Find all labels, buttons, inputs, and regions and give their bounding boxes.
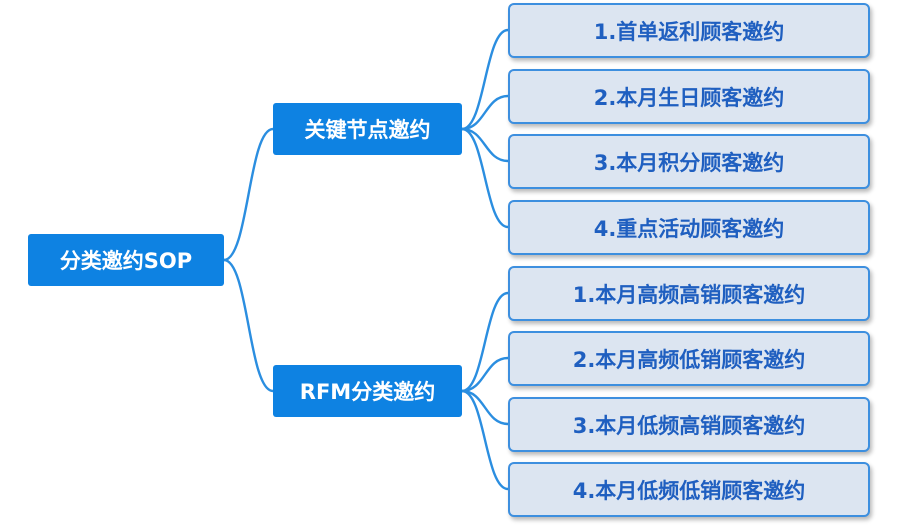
connector-branch-to-leaf	[461, 127, 509, 229]
leaf-node: 1.首单返利顾客邀约	[508, 3, 870, 58]
connector-branch-to-leaf	[461, 94, 509, 131]
leaf-node: 4.本月低频低销顾客邀约	[508, 462, 870, 517]
connector-root-to-branch	[223, 127, 274, 262]
leaf-node: 3.本月积分顾客邀约	[508, 134, 870, 189]
leaf-label: 2.本月生日顾客邀约	[593, 85, 785, 110]
root-node: 分类邀约SOP	[28, 234, 224, 286]
leaf-label: 2.本月高频低销顾客邀约	[572, 347, 806, 372]
connector-branch-to-leaf	[461, 356, 509, 393]
leaf-node: 1.本月高频高销顾客邀约	[508, 266, 870, 321]
leaf-label: 1.首单返利顾客邀约	[593, 19, 785, 44]
connector-root-to-branch	[223, 258, 274, 393]
leaf-label: 3.本月积分顾客邀约	[593, 150, 785, 175]
leaf-label: 4.本月低频低销顾客邀约	[572, 478, 806, 503]
branch-label: RFM分类邀约	[299, 380, 436, 404]
branch-node-key-moments: 关键节点邀约	[273, 103, 462, 155]
connector-branch-to-leaf	[461, 28, 509, 131]
branch-node-rfm: RFM分类邀约	[273, 365, 462, 417]
leaf-node: 2.本月生日顾客邀约	[508, 69, 870, 124]
leaf-node: 2.本月高频低销顾客邀约	[508, 331, 870, 386]
leaf-label: 4.重点活动顾客邀约	[593, 216, 785, 241]
root-label: 分类邀约SOP	[59, 249, 193, 273]
connector-branch-to-leaf	[461, 291, 509, 393]
leaf-label: 3.本月低频高销顾客邀约	[572, 413, 806, 438]
connector-branch-to-leaf	[461, 389, 509, 491]
leaf-node: 3.本月低频高销顾客邀约	[508, 397, 870, 452]
leaf-label: 1.本月高频高销顾客邀约	[572, 282, 806, 307]
leaf-node: 4.重点活动顾客邀约	[508, 200, 870, 255]
branch-label: 关键节点邀约	[304, 118, 431, 142]
